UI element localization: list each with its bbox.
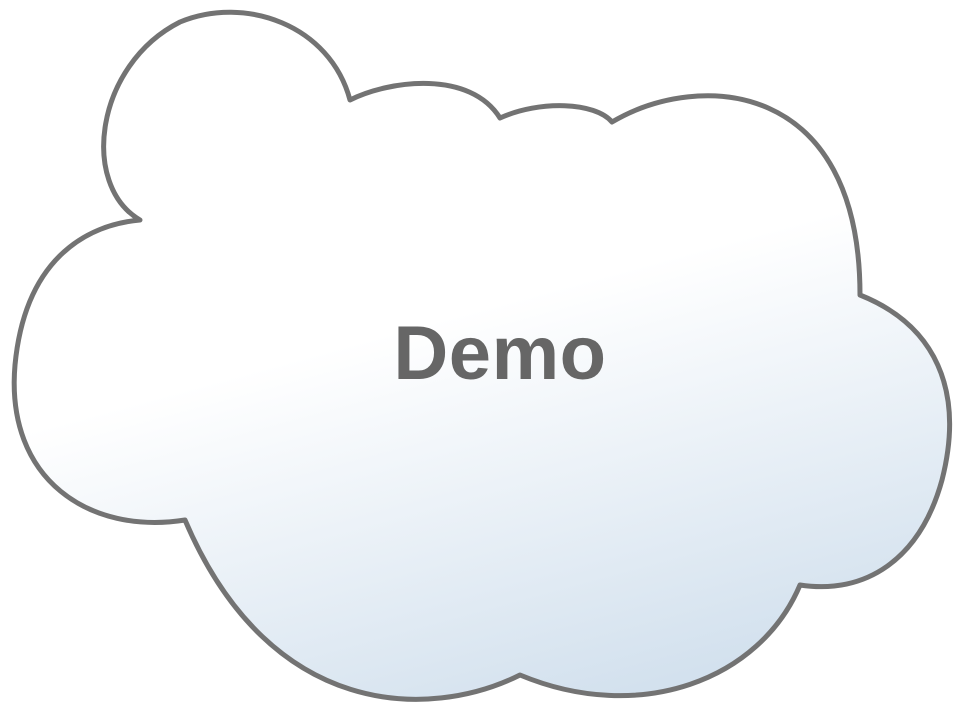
- cloud-outline: [11, 9, 952, 702]
